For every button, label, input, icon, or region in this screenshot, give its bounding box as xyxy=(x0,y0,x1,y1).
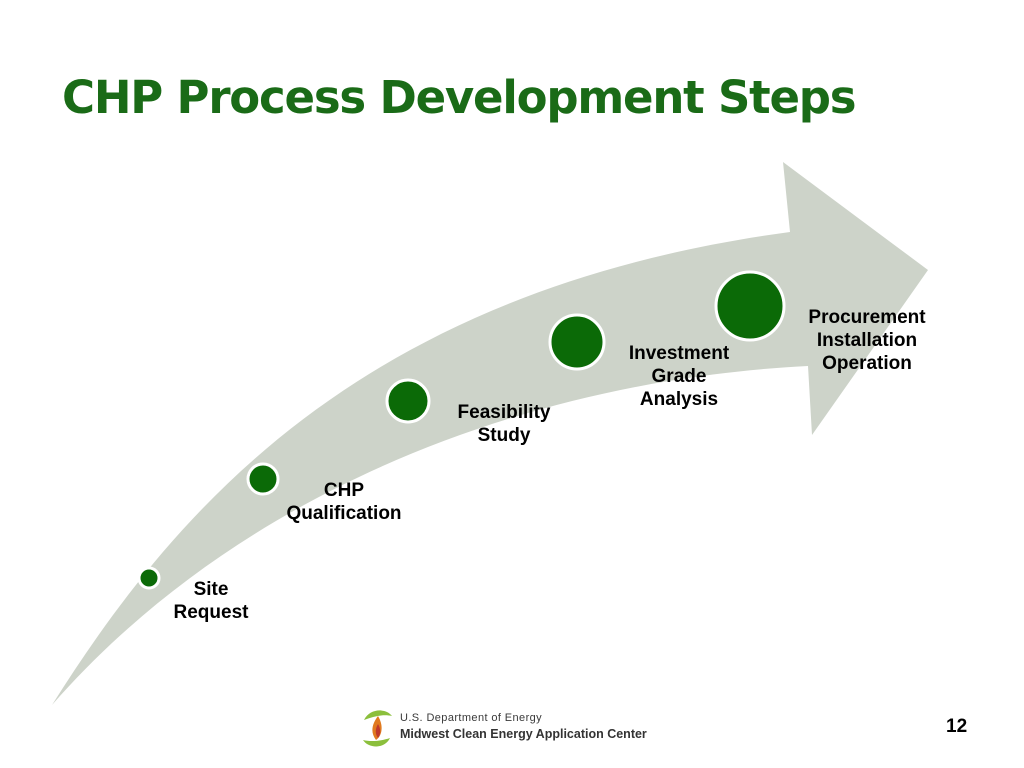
logo-agency-text: U.S. Department of Energy xyxy=(400,712,543,724)
doe-logo: U.S. Department of Energy Midwest Clean … xyxy=(360,706,660,750)
step-dot xyxy=(714,270,786,342)
curved-arrow xyxy=(52,162,928,705)
step-label-line: Operation xyxy=(822,353,912,374)
step-dot xyxy=(385,378,431,424)
step-label-line: Feasibility xyxy=(457,402,551,423)
step-label-line: Qualification xyxy=(286,503,402,524)
step-label-line: Site xyxy=(193,579,229,600)
step-label-line: CHP xyxy=(323,480,365,501)
step-label-line: Analysis xyxy=(639,389,719,410)
page-number: 12 xyxy=(946,716,968,737)
step-dots xyxy=(137,270,786,590)
step-label-line: Request xyxy=(173,602,249,623)
step-dot xyxy=(246,462,280,496)
step-label-line: Grade xyxy=(651,366,707,387)
step-dot xyxy=(137,566,161,590)
step-label-line: Procurement xyxy=(808,307,926,328)
slide-title: CHP Process Development Steps xyxy=(62,71,857,124)
step-label-line: Investment xyxy=(628,343,730,364)
step-label-line: Installation xyxy=(816,330,918,351)
step-label-line: Study xyxy=(477,425,531,446)
doe-leaf-flame-icon xyxy=(363,710,392,747)
logo-center-text: Midwest Clean Energy Application Center xyxy=(400,727,647,741)
step-dot xyxy=(548,313,606,371)
